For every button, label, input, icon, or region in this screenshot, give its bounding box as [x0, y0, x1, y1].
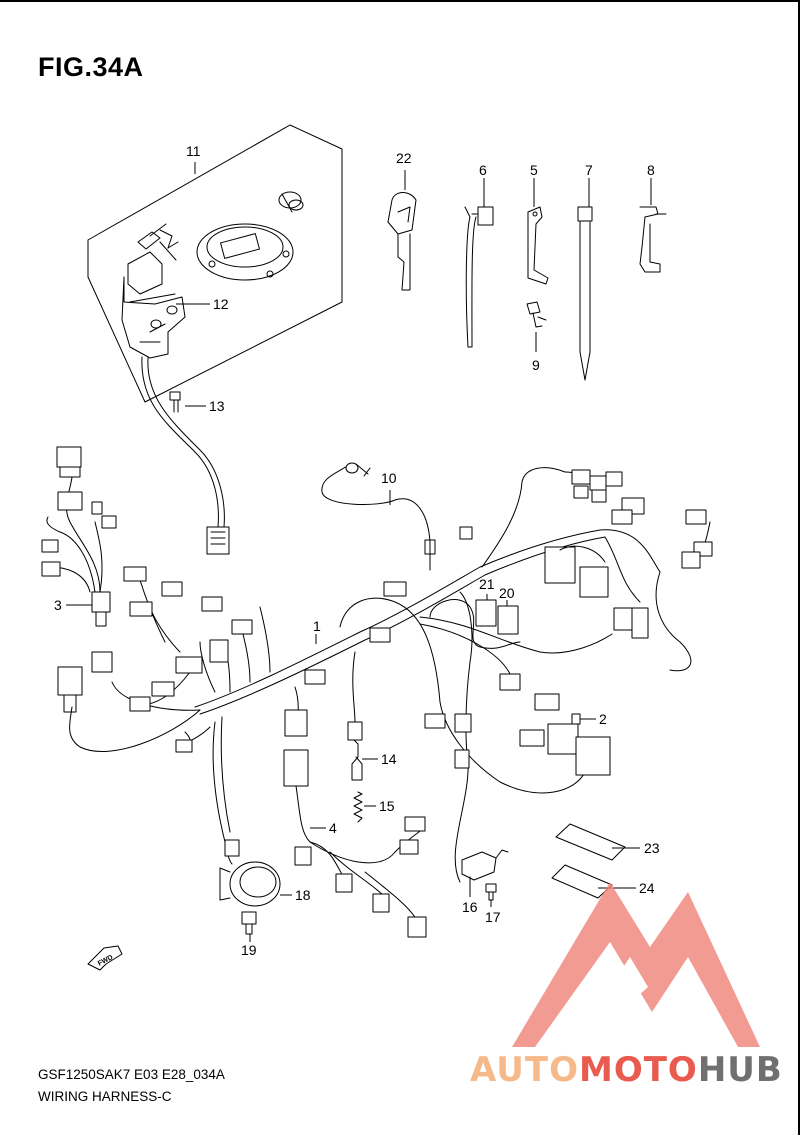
callout-leader-lines [66, 162, 652, 942]
callout-10: 10 [381, 470, 397, 486]
horn-18 [219, 861, 281, 907]
callout-9: 9 [532, 357, 540, 373]
callout-7: 7 [585, 162, 593, 178]
figure-title: FIG.34A [38, 52, 144, 82]
fuel-tank-cap-lock [196, 223, 294, 281]
watermark-text: AUTOMOTOHUB [470, 1050, 783, 1090]
clamp-8 [639, 206, 667, 273]
bolt-13 [169, 391, 181, 413]
sub-harness-4 [283, 749, 427, 938]
harness-connectors-left [57, 566, 407, 857]
figure-name: WIRING HARNESS-C [38, 1089, 172, 1104]
sub-harness-3 [41, 446, 117, 627]
callout-11: 11 [186, 143, 201, 159]
callout-19: 19 [241, 942, 257, 958]
callout-15: 15 [379, 798, 395, 814]
lead-wire-10 [321, 462, 431, 571]
callout-14: 14 [381, 751, 397, 767]
clamp-5 [527, 206, 549, 285]
key-blank [387, 192, 417, 291]
stop-switch-14 [351, 739, 363, 781]
label-plate-23 [555, 823, 626, 861]
cable-tie-7 [577, 206, 593, 381]
callout-18: 18 [295, 887, 311, 903]
watermark-part-auto: AUTO [470, 1050, 579, 1090]
screw-17 [485, 883, 497, 901]
callout-2: 2 [599, 711, 607, 727]
callout-17: 17 [485, 909, 501, 925]
watermark-logo-icon [512, 882, 760, 1047]
callout-16: 16 [462, 899, 478, 915]
callout-22: 22 [396, 150, 412, 166]
ignition-switch [121, 223, 230, 555]
callout-8: 8 [647, 162, 655, 178]
callout-20: 20 [499, 585, 515, 601]
main-wiring-harness [69, 467, 711, 883]
callout-23: 23 [644, 840, 660, 856]
callout-5: 5 [530, 162, 538, 178]
label-plate-24 [551, 864, 613, 899]
callout-21: 21 [479, 576, 495, 592]
watermark-part-hub: HUB [697, 1050, 783, 1090]
screw-9 [526, 301, 547, 328]
watermark-part-moto: MOTO [578, 1050, 698, 1090]
seat-lock-cylinder [278, 191, 304, 213]
callout-1: 1 [313, 618, 321, 634]
bolt-19 [241, 911, 257, 935]
callout-24: 24 [639, 880, 655, 896]
callout-4: 4 [329, 820, 337, 836]
spring-15 [353, 791, 363, 823]
harness-connectors-right [424, 469, 713, 776]
callout-12: 12 [213, 296, 229, 312]
forward-direction-arrow [87, 945, 123, 971]
clamp-6 [464, 206, 494, 348]
callout-3: 3 [54, 597, 62, 613]
relay-16 [461, 849, 509, 889]
callout-13: 13 [209, 398, 225, 414]
figure-code: GSF1250SAK7 E03 E28_034A [38, 1067, 225, 1082]
callout-6: 6 [479, 162, 487, 178]
